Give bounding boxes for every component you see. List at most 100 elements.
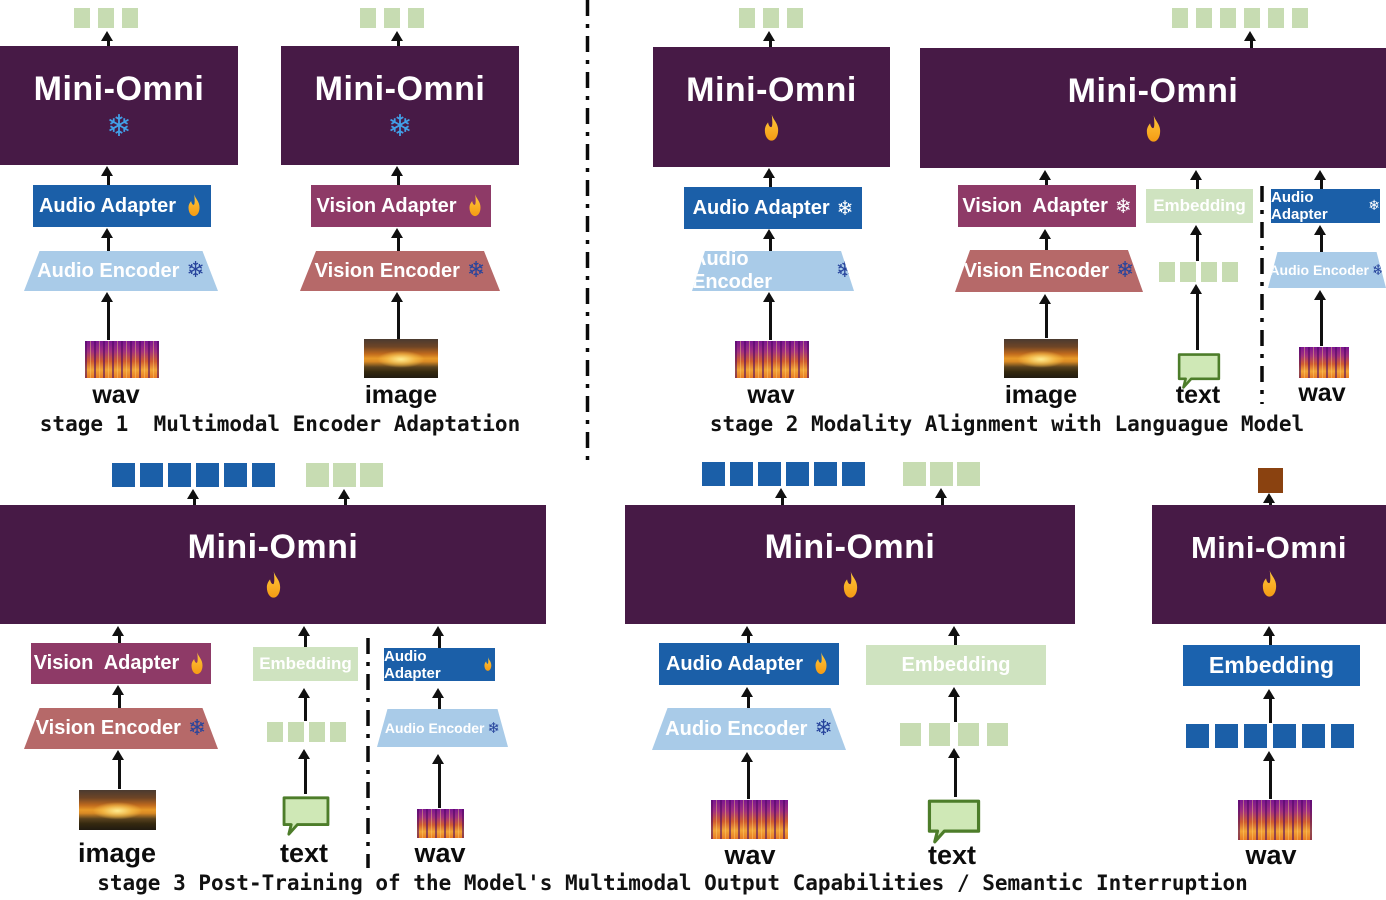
model-title: Mini-Omni — [33, 69, 205, 108]
green-token — [309, 722, 325, 742]
vision-encoder-block: Vision Encoder ❄ — [24, 708, 218, 749]
fire-icon — [1256, 569, 1283, 600]
audio-encoder-label: Audio Encoder — [665, 717, 808, 740]
green-token — [957, 462, 980, 486]
stage3-left-text-embed-tokens — [267, 722, 346, 742]
text-bubble-icon — [925, 798, 983, 845]
blue-token — [252, 463, 275, 487]
blue-token — [730, 462, 753, 486]
wav-spectrogram — [85, 341, 159, 378]
arrow-up — [298, 626, 310, 647]
stage3-right-output-token — [1258, 468, 1283, 493]
snowflake-icon: ❄ — [106, 108, 132, 144]
wav-spectrogram — [1238, 800, 1312, 840]
stage2-text-embed-tokens — [1159, 262, 1238, 282]
arrow-up — [101, 31, 113, 46]
blue-token — [1302, 724, 1325, 748]
blue-token — [702, 462, 725, 486]
green-token — [987, 723, 1008, 746]
arrow-up — [935, 488, 947, 505]
green-token — [1172, 8, 1188, 28]
model-title: Mini-Omni — [764, 528, 936, 566]
arrow-up — [1039, 170, 1051, 185]
blue-token — [1215, 724, 1238, 748]
audio-encoder-label: Audio Encoder — [37, 259, 180, 282]
green-token — [122, 8, 138, 28]
arrow-up — [1263, 493, 1275, 505]
model-title: Mini-Omni — [686, 70, 857, 109]
arrow-up — [1190, 225, 1202, 261]
green-token — [98, 8, 114, 28]
arrow-up — [101, 166, 113, 185]
blue-token — [168, 463, 191, 487]
arrow-up — [1244, 31, 1256, 48]
wav-label: wav — [1298, 379, 1346, 407]
image-label: image — [364, 381, 438, 409]
green-token — [1244, 8, 1260, 28]
arrow-up — [1263, 751, 1275, 799]
arrow-up — [741, 626, 753, 643]
mini-omni-block-stage1-audio: Mini-Omni ❄ — [0, 46, 238, 165]
blue-token — [140, 463, 163, 487]
audio-encoder-block: Audio Encoder ❄ — [24, 251, 218, 291]
vision-encoder-block: Vision Encoder ❄ — [300, 251, 500, 291]
green-token — [1196, 8, 1212, 28]
green-token — [74, 8, 90, 28]
stage2-caption: stage 2 Modality Alignment with Languagu… — [709, 412, 1305, 436]
arrow-up — [432, 754, 444, 808]
blue-token — [758, 462, 781, 486]
stage3-mid-text-embed-tokens — [900, 723, 1008, 746]
arrow-up — [763, 31, 775, 47]
fire-icon — [464, 193, 486, 219]
blue-token — [786, 462, 809, 486]
audio-adapter-block: Audio Adapter ❄ — [684, 187, 862, 229]
wav-spectrogram — [711, 800, 788, 839]
green-token — [903, 462, 926, 486]
arrow-up — [741, 687, 753, 708]
arrow-up — [391, 166, 403, 185]
vision-encoder-label: Vision Encoder — [35, 717, 181, 739]
arrow-up — [763, 229, 775, 251]
arrow-up — [1190, 170, 1202, 189]
stage2-shared-output-tokens — [1172, 8, 1308, 28]
fire-icon — [183, 193, 205, 219]
wav-spectrogram — [1299, 347, 1349, 378]
model-title: Mini-Omni — [314, 69, 486, 108]
embedding-block: Embedding — [1183, 645, 1360, 686]
arrow-up — [1263, 626, 1275, 645]
blue-token — [1273, 724, 1296, 748]
stage1-vision-output-tokens — [360, 8, 424, 28]
arrow-up — [1039, 294, 1051, 338]
fire-icon — [758, 113, 785, 144]
embedding-label: Embedding — [259, 654, 352, 673]
text-bubble-icon — [281, 795, 331, 837]
arrow-up — [298, 688, 310, 721]
green-token — [787, 8, 803, 28]
model-title: Mini-Omni — [187, 528, 359, 566]
mini-omni-block-stage3-right: Mini-Omni — [1152, 505, 1386, 624]
vision-adapter-block: Vision Adapter — [311, 185, 491, 227]
fire-icon — [260, 570, 287, 601]
green-token — [267, 722, 283, 742]
arrow-up — [391, 31, 403, 46]
green-token — [1222, 262, 1238, 282]
image-label: image — [77, 838, 157, 868]
audio-encoder-block: Audio Encoder ❄ — [377, 709, 508, 747]
arrow-up — [763, 168, 775, 187]
vision-adapter-label: Vision Adapter — [316, 194, 457, 217]
green-token — [1220, 8, 1236, 28]
blue-token — [842, 462, 865, 486]
embedding-label: Embedding — [901, 653, 1011, 676]
snowflake-icon: ❄ — [814, 716, 833, 741]
text-label: text — [1175, 381, 1221, 409]
text-label: text — [279, 838, 328, 868]
arrow-up — [948, 626, 960, 645]
arrow-up — [101, 228, 113, 251]
vision-adapter-label: Vision Adapter — [33, 652, 180, 674]
snowflake-icon: ❄ — [835, 258, 854, 283]
arrow-up — [763, 292, 775, 340]
stage3-left-text-output-tokens — [306, 463, 383, 487]
arrow-up — [112, 626, 124, 643]
green-token — [408, 8, 424, 28]
